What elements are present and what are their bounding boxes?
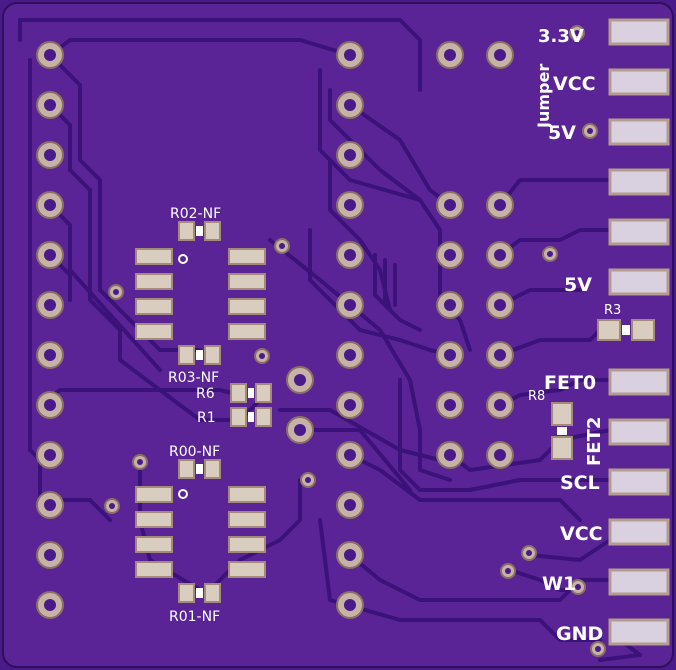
label-w1: W1 [542,573,576,595]
label-gnd: GND [556,623,603,645]
label-r1: R1 [197,410,216,426]
label-33v: 3.3V [538,26,584,47]
connector-pad-4 [608,168,670,196]
label-fet2: FET2 [584,417,605,466]
label-5v-top: 5V [548,122,576,144]
label-jumper: Jumper [534,64,553,129]
connector-pad-gnd [608,618,670,646]
connector-pad-5v [608,118,670,146]
ic-pin1-marker-lower [178,489,188,499]
smd-resistors [178,221,655,603]
label-scl: SCL [560,472,600,494]
through-hole-pins [36,41,514,619]
label-r00-nf: R00-NF [169,444,220,460]
connector-pad-vcc [608,68,670,96]
label-5v-mid: 5V [564,274,592,296]
label-fet0: FET0 [544,372,596,394]
label-r6: R6 [196,386,215,402]
connector-pad-33v [608,18,670,46]
label-vcc-top: VCC [553,73,596,95]
connector-pad-scl [608,468,670,496]
connector-pad-vcc-bottom [608,518,670,546]
label-r02-nf: R02-NF [170,206,221,222]
label-vcc-bottom: VCC [560,523,603,545]
label-r03-nf: R03-NF [168,370,219,386]
connector-pad-5 [608,218,670,246]
edge-connector-pads [608,18,670,646]
ic-pin1-marker-upper [178,254,188,264]
connector-pad-w1 [608,568,670,596]
connector-pad-fet0 [608,368,670,396]
connector-pad-fet2 [608,418,670,446]
connector-pad-5v-mid [608,268,670,296]
label-r8: R8 [528,389,545,404]
label-r3: R3 [604,303,621,318]
label-r01-nf: R01-NF [169,609,220,625]
ic-footprints [135,248,266,578]
